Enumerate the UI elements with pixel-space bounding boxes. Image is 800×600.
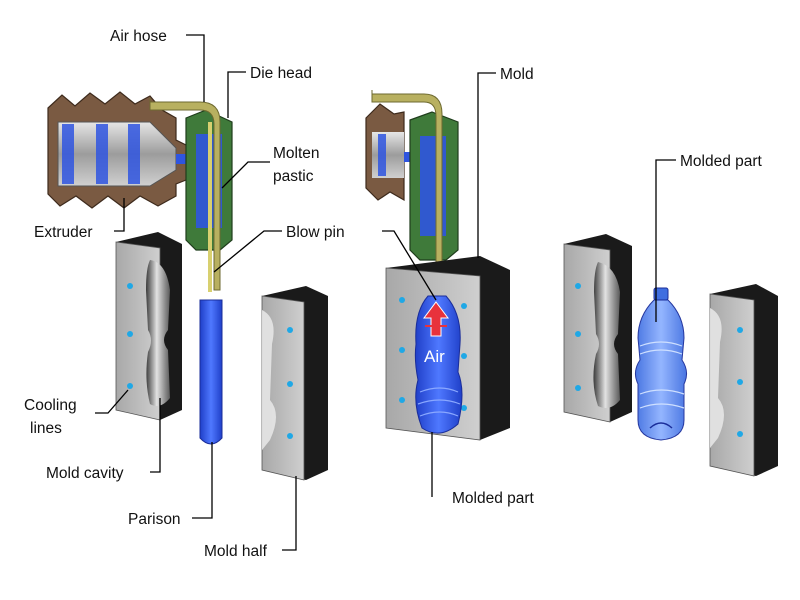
labels: Air hose Die head Mold Molten pastic Mol… xyxy=(24,28,763,560)
right-stage xyxy=(563,234,778,477)
label-die-head: Die head xyxy=(250,65,312,82)
parison xyxy=(199,299,223,445)
cooling-line xyxy=(287,327,293,333)
label-air-hose: Air hose xyxy=(110,28,167,45)
air-hose xyxy=(149,98,221,291)
center-stage xyxy=(365,90,510,441)
leader-mold xyxy=(477,72,496,258)
leader-extruder xyxy=(114,198,125,232)
leader-lines xyxy=(95,34,676,551)
label-mold: Mold xyxy=(500,66,534,83)
leader-molded-part-right xyxy=(655,159,676,322)
right-mold-half xyxy=(261,286,328,481)
cooling-line xyxy=(127,331,133,337)
opened-mold-right xyxy=(709,284,778,477)
leader-mold-cavity xyxy=(150,398,161,473)
cooling-line xyxy=(127,283,133,289)
leader-blow-pin-left xyxy=(213,230,282,273)
leader-blow-pin-center xyxy=(382,230,437,301)
label-parison: Parison xyxy=(128,511,181,528)
label-molten-plastic: Molten pastic xyxy=(273,145,324,185)
leader-mold-half xyxy=(282,476,297,551)
leader-parison xyxy=(192,442,213,519)
left-stage xyxy=(47,91,328,481)
label-blow-pin: Blow pin xyxy=(286,224,345,241)
label-cooling-lines: Cooling lines xyxy=(24,397,81,437)
leader-air-hose xyxy=(186,34,205,102)
label-mold-cavity: Mold cavity xyxy=(46,465,124,482)
label-molded-part-right: Molded part xyxy=(680,153,763,170)
mold-cavity-shape xyxy=(146,260,170,406)
cooling-line xyxy=(127,383,133,389)
label-extruder: Extruder xyxy=(34,224,93,241)
label-air: Air xyxy=(424,347,445,366)
molded-part-in-mold xyxy=(414,295,463,434)
cooling-line xyxy=(287,433,293,439)
molded-bottle xyxy=(634,287,688,441)
label-mold-half: Mold half xyxy=(204,543,268,560)
closed-mold xyxy=(385,256,510,441)
extruder-screw xyxy=(57,121,177,187)
leader-molten-plastic xyxy=(221,161,270,189)
leader-die-head xyxy=(227,71,246,118)
label-molded-part-center: Molded part xyxy=(452,490,535,507)
left-mold-half-cavity xyxy=(115,232,182,421)
opened-mold-left xyxy=(563,234,632,423)
cooling-line xyxy=(287,381,293,387)
leader-cooling-lines xyxy=(95,389,129,414)
air-arrow-icon xyxy=(423,301,449,337)
